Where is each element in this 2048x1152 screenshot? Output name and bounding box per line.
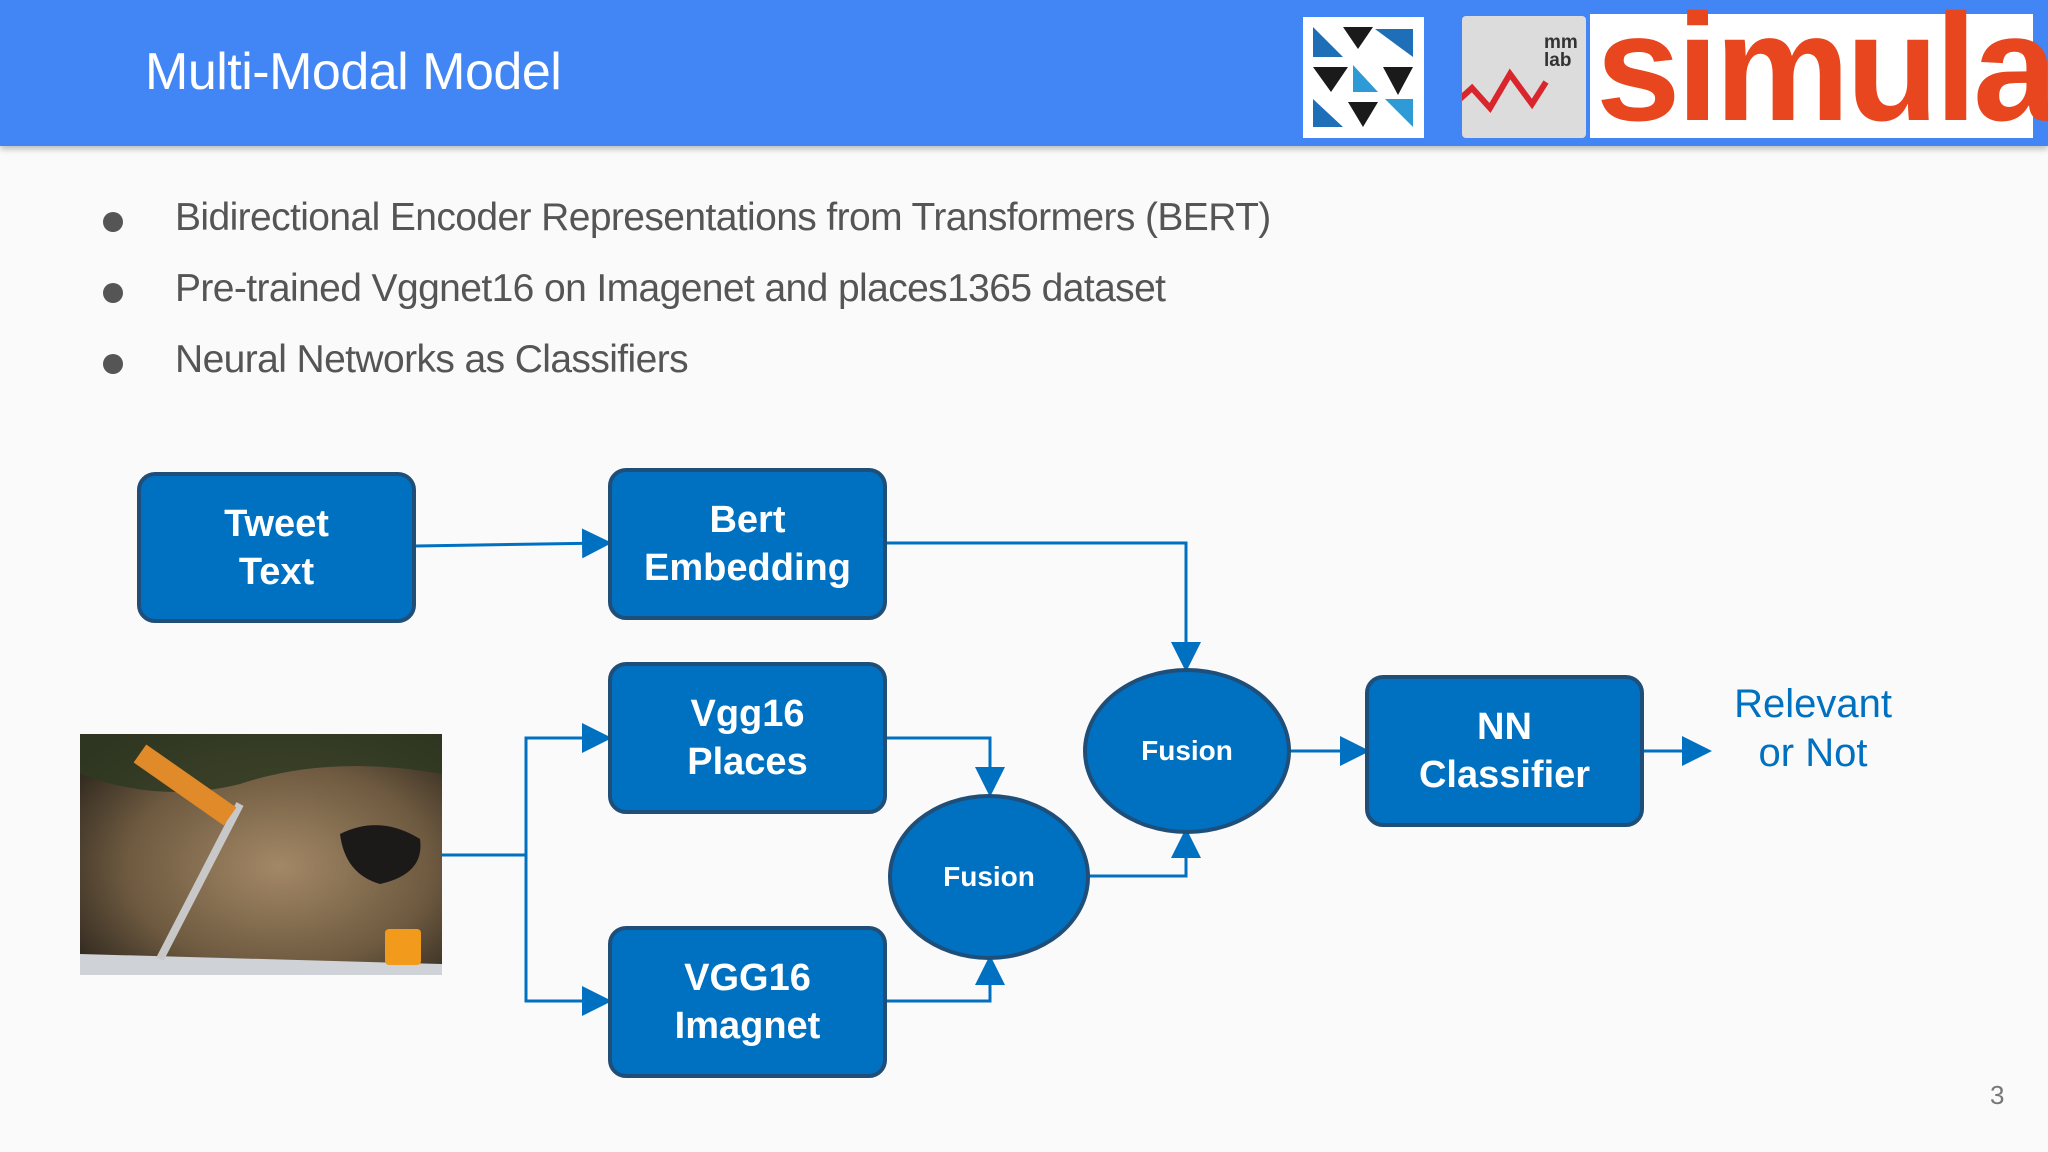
bullet-item: Bidirectional Encoder Representations fr… [100,196,1271,267]
node-fusion-top: Fusion [1083,668,1291,834]
bullet-dot-icon [103,212,123,232]
simula-logo-text: simula [1596,0,2048,153]
flood-photo-icon [80,734,442,975]
arrow-fusion-bottom-to-fusion-top [1088,828,1201,878]
page-number: 3 [1990,1080,2005,1110]
bullet-item: Neural Networks as Classifiers [100,338,1271,409]
bullet-dot-icon [103,354,123,374]
node-fusion-bottom: Fusion [888,794,1090,960]
arrow-imagnet-to-fusion-bottom [886,955,1005,1003]
arrow-bert-to-fusion-top [886,541,1201,672]
arrow-split-to-imagnet [524,855,612,1016]
bullet-list: Bidirectional Encoder Representations fr… [100,196,1271,409]
simula-logo: simula [1590,0,2048,144]
arrow-tweet-to-bert [415,528,612,559]
slide-header: Multi-Modal Model mm lab simula [0,0,2048,146]
bullet-item: Pre-trained Vggnet16 on Imagenet and pla… [100,267,1271,338]
arrow-places-to-fusion-bottom [886,736,1005,797]
bullet-dot-icon [103,283,123,303]
arrow-split-to-places [524,723,612,855]
slide-title: Multi-Modal Model [145,43,562,101]
mmlab-logo: mm lab [1447,16,1586,138]
triangles-logo-icon [1303,17,1424,138]
mmlab-logo-text: mm lab [1544,32,1578,71]
